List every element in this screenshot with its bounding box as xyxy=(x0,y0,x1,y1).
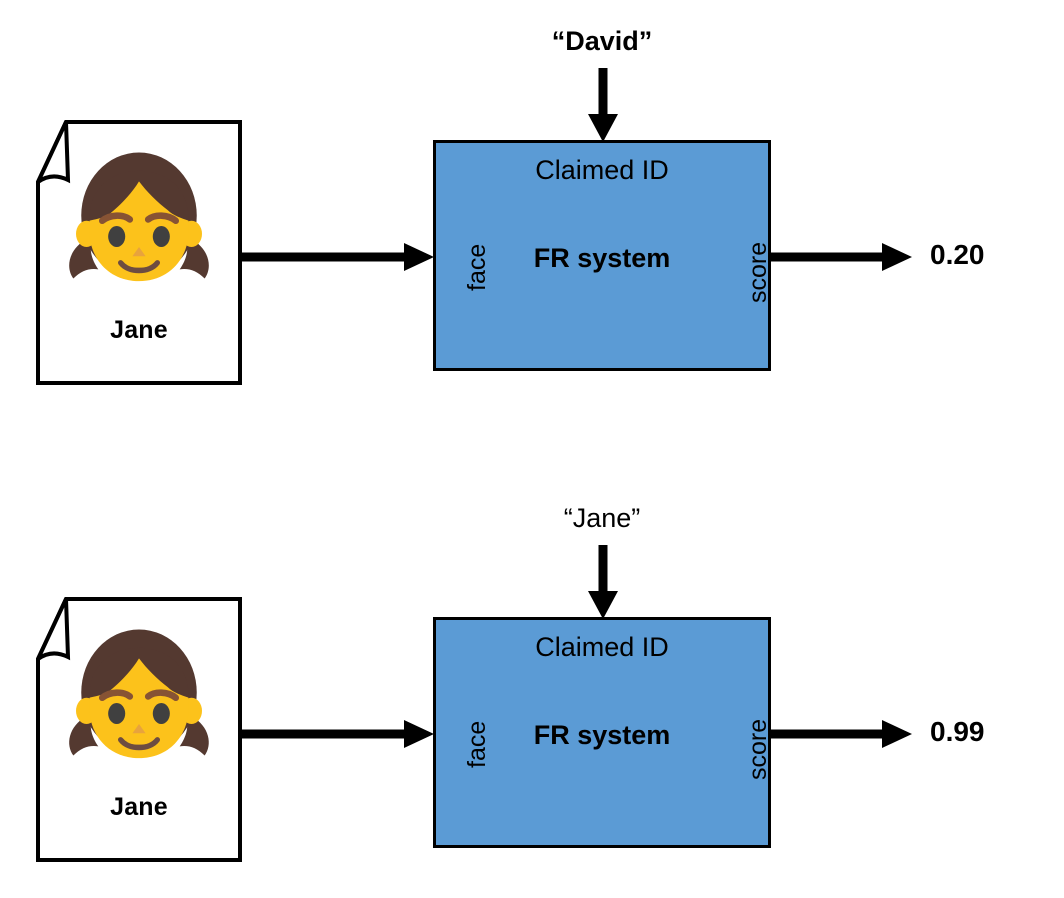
fr-system-box: Claimed ID FR system face score xyxy=(433,617,772,848)
claimed-id-label: Claimed ID xyxy=(535,155,669,185)
pipeline-row-impostor: “David” xyxy=(36,26,985,385)
score-output-arrow xyxy=(768,720,914,748)
face-edge-label: face xyxy=(463,720,491,768)
claimed-name-text: “Jane” xyxy=(563,503,641,533)
document-subject-label: Jane xyxy=(110,793,168,821)
claimed-id-arrow xyxy=(586,68,620,144)
claimed-id-arrow xyxy=(586,545,620,621)
claimed-id-label: Claimed ID xyxy=(535,632,669,662)
fr-system-title: FR system xyxy=(533,720,671,750)
fr-system-title: FR system xyxy=(533,243,671,273)
face-edge-label: face xyxy=(463,243,491,291)
score-value: 0.20 xyxy=(930,239,985,270)
subject-document-card: Jane xyxy=(36,120,242,385)
face-input-arrow xyxy=(240,243,436,271)
claimed-name-text: “David” xyxy=(551,26,653,56)
document-subject-label: Jane xyxy=(110,316,168,344)
fr-system-box: Claimed ID FR system face score xyxy=(433,140,772,371)
girl-face-emoji xyxy=(55,619,223,787)
score-value: 0.99 xyxy=(930,716,985,747)
score-output-arrow xyxy=(768,243,914,271)
subject-document-card: Jane xyxy=(36,597,242,862)
pipeline-row-genuine: “Jane” xyxy=(0,477,1064,898)
girl-face-emoji xyxy=(55,142,223,310)
face-input-arrow xyxy=(240,720,436,748)
